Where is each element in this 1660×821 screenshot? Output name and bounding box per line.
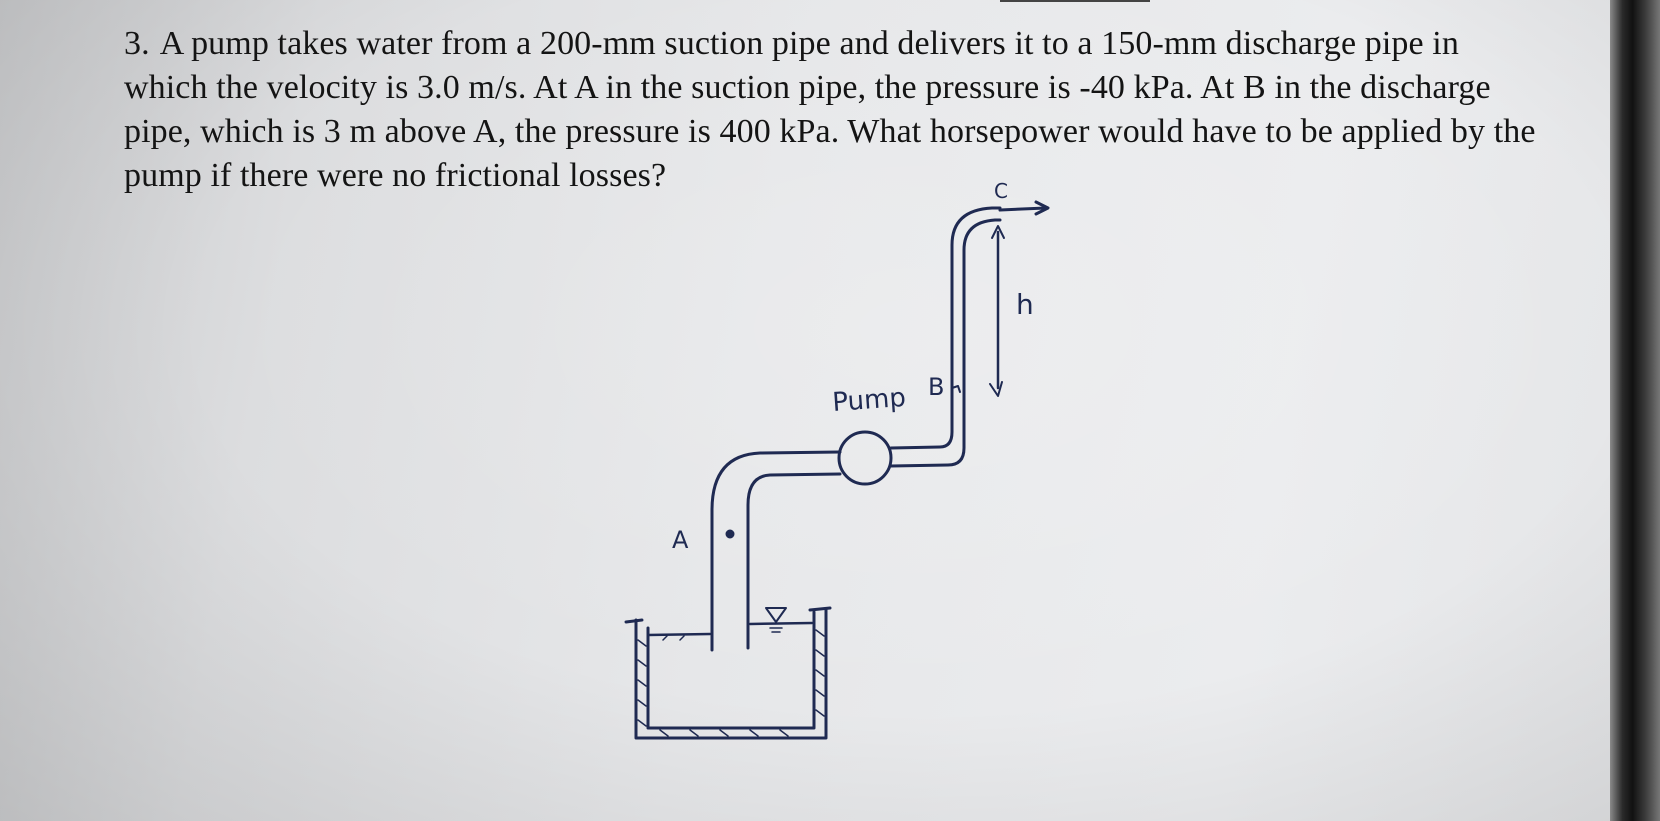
discharge-pipe	[889, 206, 1002, 468]
point-a-marker	[725, 529, 735, 539]
label-c: C	[994, 179, 1008, 203]
outlet-arrow	[998, 206, 1048, 212]
free-surface-symbol	[765, 607, 787, 623]
point-b-marker	[951, 385, 961, 393]
label-h: h	[1016, 288, 1034, 321]
problem-text: A pump takes water from a 200-mm suction…	[124, 25, 1536, 194]
pump-circle	[837, 430, 893, 486]
label-a: A	[672, 526, 689, 554]
height-dimension	[989, 225, 1005, 397]
reservoir-tank	[624, 606, 832, 740]
water-surface	[646, 621, 814, 641]
label-pump: Pump	[831, 383, 906, 418]
label-b: B	[928, 373, 944, 401]
top-edge-mark	[1000, 0, 1150, 2]
suction-pipe	[710, 450, 842, 652]
problem-number: 3.	[124, 25, 150, 62]
screen-edge	[1610, 0, 1660, 821]
problem-statement: 3.A pump takes water from a 200-mm sucti…	[124, 22, 1544, 198]
